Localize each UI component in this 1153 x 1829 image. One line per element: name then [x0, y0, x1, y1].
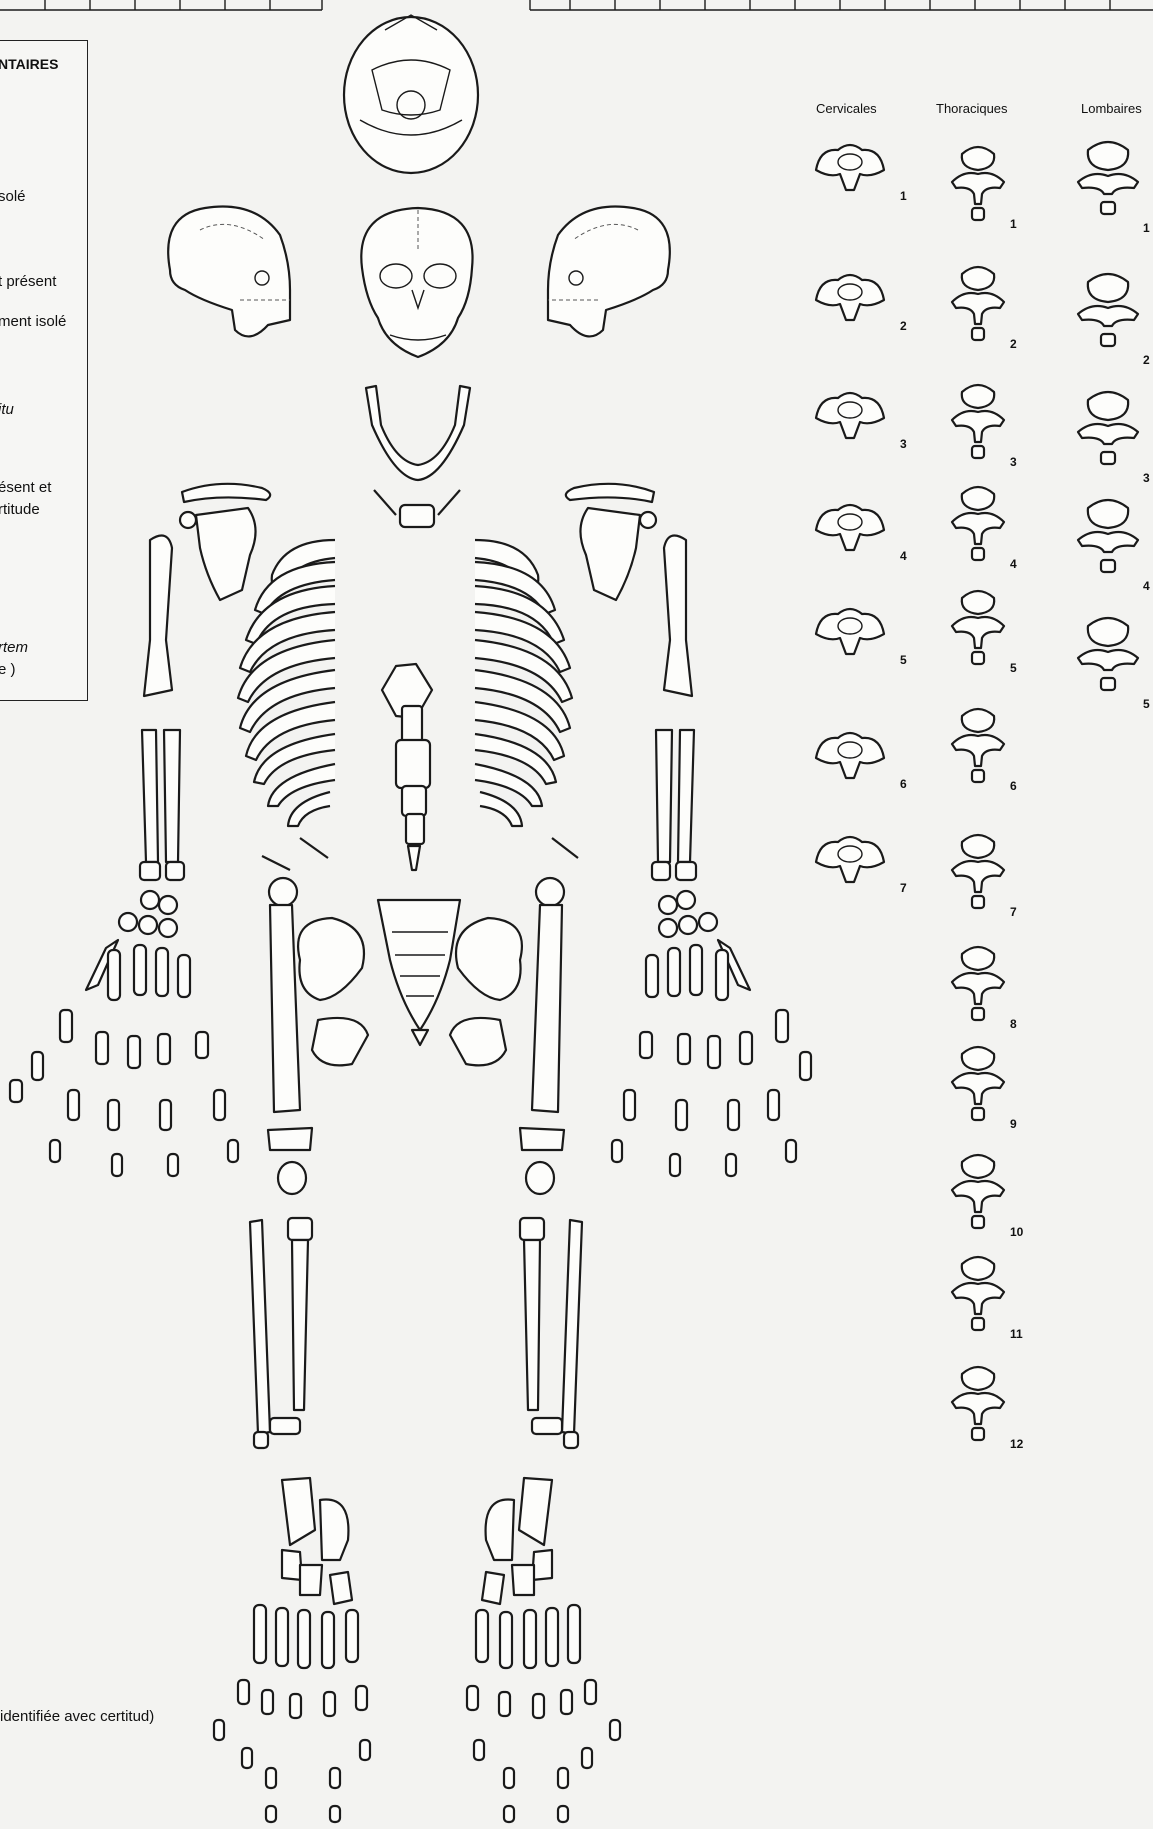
thoracic-vertebra-9: 9 — [952, 1047, 1017, 1131]
thoracic-vertebra-1: 1 — [952, 147, 1017, 231]
thoracic-vertebra-11: 11 — [952, 1257, 1023, 1341]
foot-right — [214, 1478, 370, 1822]
ischium-right — [312, 1018, 368, 1065]
skull-frontal — [361, 208, 472, 357]
thoracic-vertebra-3: 3 — [952, 385, 1017, 469]
mandible — [366, 386, 470, 480]
skull-inferior-view — [344, 15, 478, 173]
thoracic-number-2: 2 — [1010, 337, 1017, 351]
foot-left — [467, 1478, 620, 1822]
cervical-number-3: 3 — [900, 437, 907, 451]
cervical-number-1: 1 — [900, 189, 907, 203]
tibia-fibula-right — [250, 1218, 312, 1448]
lumbar-vertebra-5: 5 — [1078, 618, 1150, 711]
ribs-right — [238, 540, 335, 870]
cervical-number-2: 2 — [900, 319, 907, 333]
thoracic-number-4: 4 — [1010, 557, 1017, 571]
thoracic-number-9: 9 — [1010, 1117, 1017, 1131]
thoracic-vertebra-10: 10 — [952, 1155, 1024, 1239]
patella-right — [278, 1162, 306, 1194]
hand-left — [612, 891, 811, 1176]
scapula-right — [180, 508, 256, 600]
lumbar-number-4: 4 — [1143, 579, 1150, 593]
thoracic-number-1: 1 — [1010, 217, 1017, 231]
thoracic-vertebra-5: 5 — [952, 591, 1017, 675]
cervical-number-6: 6 — [900, 777, 907, 791]
ilium-right — [298, 918, 364, 1000]
clavicle-left — [566, 484, 654, 502]
skull-lateral-left — [548, 207, 670, 337]
ilium-left — [456, 918, 522, 1000]
femur-left — [520, 878, 564, 1150]
cervical-vertebra-1: 1 — [816, 145, 907, 203]
thoracic-number-6: 6 — [1010, 779, 1017, 793]
top-ruler-right — [530, 0, 1153, 10]
cervical-vertebra-7: 7 — [816, 837, 907, 895]
lumbar-vertebra-1: 1 — [1078, 142, 1150, 235]
cervical-vertebra-6: 6 — [816, 733, 907, 791]
thoracic-number-12: 12 — [1010, 1437, 1024, 1451]
thoracic-vertebra-4: 4 — [952, 487, 1017, 571]
femur-right — [268, 878, 312, 1150]
top-ruler-left — [0, 0, 322, 10]
header-lumbar: Lombaires — [1081, 101, 1142, 116]
hand-right — [10, 891, 238, 1176]
humerus-right — [144, 536, 172, 697]
clavicle-right — [182, 484, 270, 502]
cervical-vertebra-4: 4 — [816, 505, 907, 563]
ribs-left — [475, 540, 578, 858]
lumbar-vertebra-3: 3 — [1078, 392, 1150, 485]
thoracic-vertebra-6: 6 — [952, 709, 1017, 793]
thoracic-number-10: 10 — [1010, 1225, 1024, 1239]
header-thoracic: Thoraciques — [936, 101, 1008, 116]
radius-ulna-right — [140, 730, 184, 880]
thoracic-number-11: 11 — [1010, 1327, 1023, 1341]
patella-left — [526, 1162, 554, 1194]
thoracic-vertebra-7: 7 — [952, 835, 1017, 919]
thoracic-number-8: 8 — [1010, 1017, 1017, 1031]
hyoid — [374, 490, 460, 527]
cervical-vertebra-3: 3 — [816, 393, 907, 451]
radius-ulna-left — [652, 730, 696, 880]
lumbar-vertebra-4: 4 — [1078, 500, 1150, 593]
cervical-vertebra-2: 2 — [816, 275, 907, 333]
lumbar-number-2: 2 — [1143, 353, 1150, 367]
cervical-number-5: 5 — [900, 653, 907, 667]
lumbar-number-5: 5 — [1143, 697, 1150, 711]
thoracic-vertebra-8: 8 — [952, 947, 1017, 1031]
cervical-number-4: 4 — [900, 549, 907, 563]
thoracic-number-3: 3 — [1010, 455, 1017, 469]
scapula-left — [580, 508, 656, 600]
thoracic-number-5: 5 — [1010, 661, 1017, 675]
thoracic-number-7: 7 — [1010, 905, 1017, 919]
sacrum — [378, 900, 460, 1045]
cervical-number-7: 7 — [900, 881, 907, 895]
cervical-vertebra-5: 5 — [816, 609, 907, 667]
sternum — [382, 664, 432, 870]
tibia-fibula-left — [520, 1218, 582, 1448]
thoracic-vertebra-12: 12 — [952, 1367, 1024, 1451]
header-cervical: Cervicales — [816, 101, 877, 116]
thoracic-vertebra-2: 2 — [952, 267, 1017, 351]
humerus-left — [664, 536, 692, 697]
lumbar-vertebra-2: 2 — [1078, 274, 1150, 367]
ischium-left — [450, 1018, 506, 1065]
lumbar-number-1: 1 — [1143, 221, 1150, 235]
lumbar-number-3: 3 — [1143, 471, 1150, 485]
skull-lateral-right — [168, 207, 290, 337]
